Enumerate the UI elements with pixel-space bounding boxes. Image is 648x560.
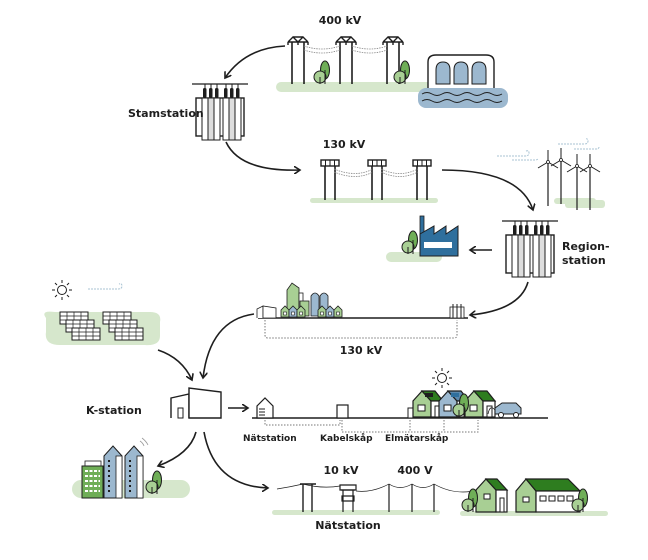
label-regionstation-2: station bbox=[562, 254, 606, 267]
label-130kv-mid: 130 kV bbox=[340, 344, 383, 357]
tree-icon bbox=[461, 488, 478, 513]
flow-arrow bbox=[158, 431, 197, 466]
ground-strip bbox=[276, 82, 452, 92]
tree-icon bbox=[393, 60, 410, 85]
regionstation-group: Region- station bbox=[470, 220, 610, 315]
kstation-mini bbox=[256, 305, 277, 319]
regional-line-130kv: 130 kV bbox=[310, 138, 533, 210]
apartment-group bbox=[72, 437, 190, 499]
sun-icon bbox=[51, 279, 73, 301]
local-distribution: Nätstation Kabelskåp Elmätarskåp bbox=[243, 367, 548, 444]
tree-icon bbox=[401, 230, 418, 255]
wind-farm bbox=[497, 138, 605, 211]
flow-arrow bbox=[203, 313, 255, 378]
overhead-poles bbox=[276, 483, 479, 512]
hydropower-plant-icon bbox=[418, 54, 508, 108]
label-stamstation: Stamstation bbox=[128, 107, 204, 120]
label-10kv: 10 kV bbox=[324, 464, 359, 477]
cable-low-voltage bbox=[264, 420, 479, 433]
ground-strip bbox=[565, 200, 605, 208]
flow-arrow bbox=[225, 45, 286, 78]
factory-group bbox=[386, 215, 459, 262]
flow-arrow bbox=[470, 281, 529, 315]
substation-mini bbox=[449, 304, 465, 319]
city-section: 130 kV bbox=[256, 282, 468, 357]
ground-strip bbox=[310, 198, 438, 203]
flow-arrow bbox=[225, 141, 300, 170]
label-130kv-top: 130 kV bbox=[323, 138, 366, 151]
apartment-buildings-icon bbox=[81, 437, 149, 499]
factory-icon bbox=[419, 215, 459, 257]
flow-arrow bbox=[203, 431, 268, 488]
farm-houses-icon bbox=[475, 478, 582, 513]
cable-cabinet-icon bbox=[336, 404, 349, 419]
kstation-group: K-station bbox=[86, 387, 268, 488]
label-kstation: K-station bbox=[86, 404, 142, 417]
residential-houses-icon bbox=[412, 390, 496, 418]
label-400v: 400 V bbox=[397, 464, 433, 477]
label-400kv: 400 kV bbox=[319, 14, 362, 27]
meter-cabinet-icon bbox=[407, 407, 414, 419]
solar-park bbox=[44, 279, 192, 380]
label-regionstation-1: Region- bbox=[562, 240, 610, 253]
label-kabelskap: Kabelskåp bbox=[320, 433, 373, 444]
flow-arrow bbox=[441, 169, 533, 210]
wind-cloud bbox=[88, 283, 123, 290]
tree-icon bbox=[313, 60, 330, 85]
transmission-tower-icon bbox=[287, 36, 404, 85]
natstation-building-icon bbox=[256, 397, 274, 419]
label-natstation-bottom: Nätstation bbox=[315, 519, 381, 532]
regional-power-pole-icon bbox=[320, 159, 432, 201]
label-elmatarskap: Elmätarskåp bbox=[385, 433, 449, 444]
cable-130kv bbox=[264, 320, 458, 339]
sun-icon bbox=[431, 367, 453, 389]
stamstation-group: Stamstation bbox=[128, 83, 300, 170]
electric-car-icon bbox=[487, 402, 522, 418]
distribution-station-icon bbox=[170, 387, 222, 419]
overhead-distribution: 10 kV 400 V Nätstation bbox=[272, 464, 608, 532]
flow-arrow bbox=[157, 349, 192, 380]
wind-cloud bbox=[497, 138, 600, 161]
label-natstation-mid: Nätstation bbox=[243, 434, 297, 444]
transmission-400kv-section: 400 kV bbox=[225, 14, 508, 108]
transformer-substation-icon bbox=[501, 220, 559, 278]
city-icon bbox=[280, 282, 343, 318]
ground-strip bbox=[272, 510, 440, 515]
